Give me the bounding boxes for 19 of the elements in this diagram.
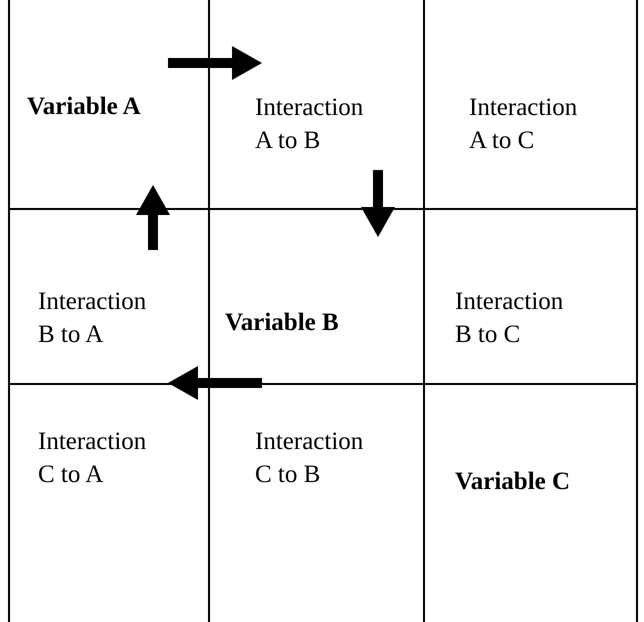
interaction-label: Interaction A to C bbox=[469, 93, 578, 156]
arrow bbox=[136, 185, 170, 250]
interaction-label: Interaction B to C bbox=[455, 287, 564, 350]
grid-cell bbox=[423, 208, 638, 385]
variable-label: Variable A bbox=[27, 92, 142, 122]
variable-label: Variable B bbox=[225, 308, 340, 338]
arrow bbox=[168, 46, 262, 80]
arrow bbox=[361, 170, 395, 237]
interaction-label: Interaction C to A bbox=[38, 427, 148, 490]
grid-cell bbox=[8, 383, 210, 622]
grid-cell bbox=[8, 0, 210, 210]
interaction-label: Interaction B to A bbox=[38, 287, 148, 350]
arrow bbox=[168, 366, 262, 400]
grid-cell bbox=[423, 0, 638, 210]
interaction-label: Interaction C to B bbox=[255, 427, 364, 490]
variable-label: Variable C bbox=[455, 467, 572, 497]
grid-cell bbox=[8, 208, 210, 385]
grid-cell bbox=[208, 0, 425, 210]
interaction-label: Interaction A to B bbox=[255, 93, 364, 156]
